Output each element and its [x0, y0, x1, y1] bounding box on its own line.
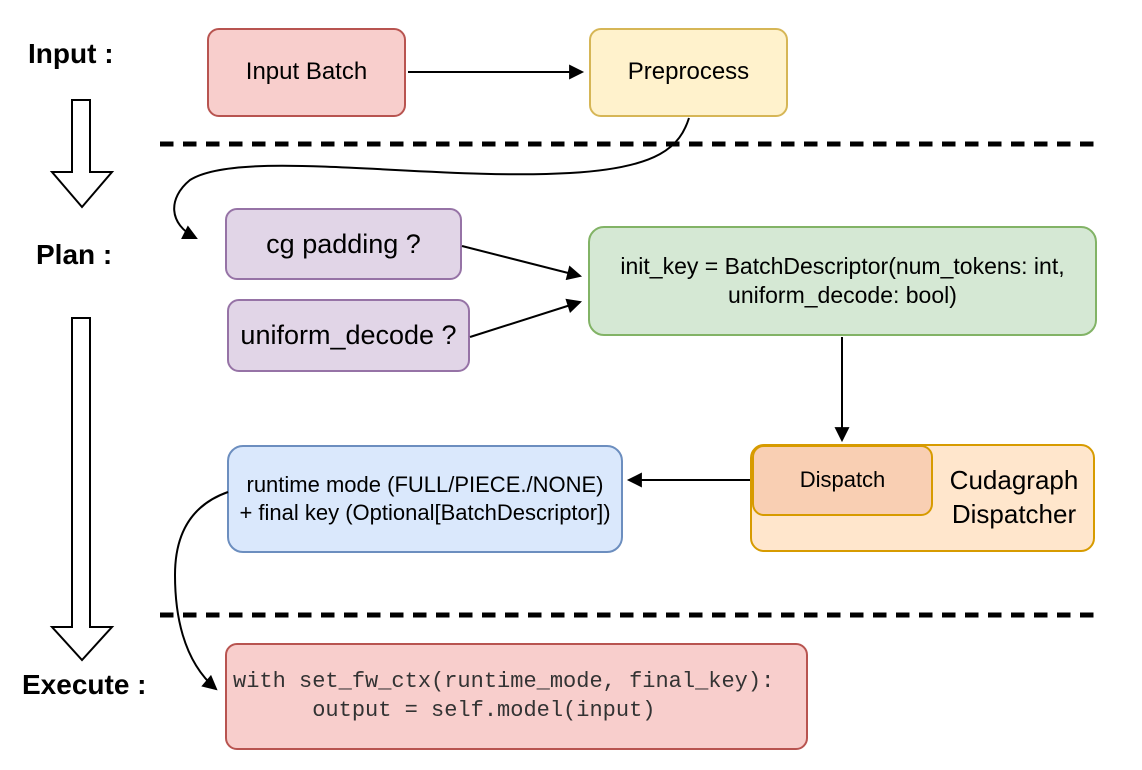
- node-preprocess: Preprocess: [589, 28, 788, 117]
- section-label-input: Input :: [28, 38, 114, 69]
- arrow-cg-padding-to-init-key: [461, 245, 583, 281]
- arrow-runtime-mode-to-execute-code: [173, 491, 229, 691]
- hollow-arrow-input-to-plan: [49, 99, 115, 209]
- cudagraph-dispatcher-label: Cudagraph Dispatcher: [949, 465, 1079, 529]
- node-uniform-decode: uniform_decode ?: [227, 299, 470, 372]
- node-input-batch: Input Batch: [207, 28, 406, 117]
- node-dispatch: Dispatch: [752, 445, 933, 516]
- arrow-uniform-decode-to-init-key: [469, 298, 583, 338]
- hollow-arrow-plan-to-execute: [49, 317, 115, 662]
- node-runtime-mode: runtime mode (FULL/PIECE./NONE) + final …: [227, 445, 623, 553]
- section-label-plan: Plan :: [36, 239, 113, 270]
- node-execute-code: with set_fw_ctx(runtime_mode, final_key)…: [225, 643, 808, 750]
- node-init-key: init_key = BatchDescriptor(num_tokens: i…: [588, 226, 1097, 336]
- node-cg-padding: cg padding ?: [225, 208, 462, 280]
- section-label-execute: Execute :: [22, 669, 147, 700]
